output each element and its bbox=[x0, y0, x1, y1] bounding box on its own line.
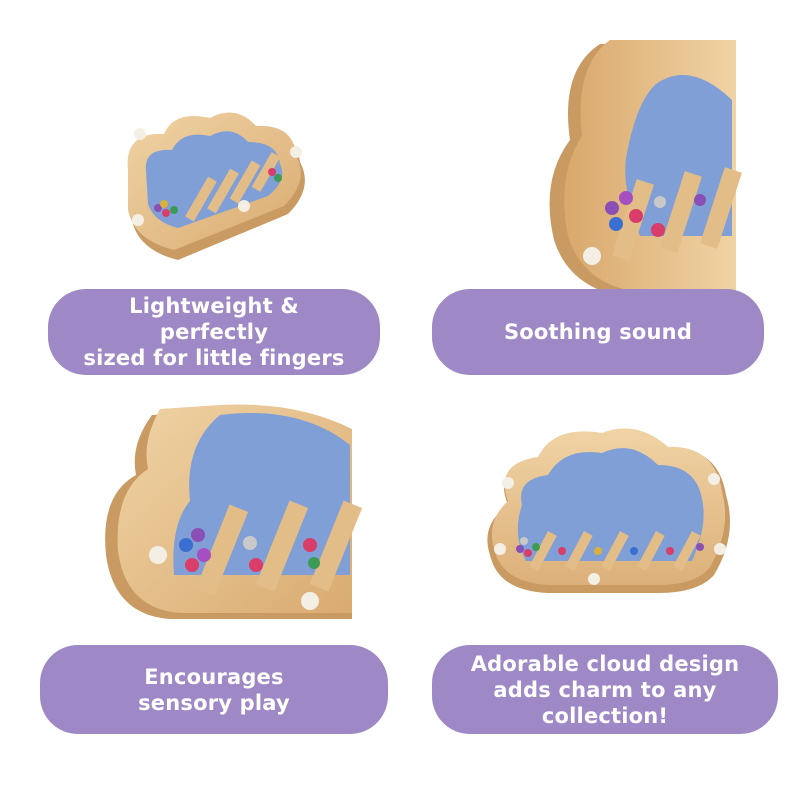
cloud-toy-photo-front bbox=[487, 428, 730, 593]
feature-caption-sensory-play: Encourages sensory play bbox=[40, 645, 388, 734]
feature-caption-lightweight: Lightweight & perfectly sized for little… bbox=[48, 289, 380, 375]
feature-caption-soothing-sound: Soothing sound bbox=[432, 289, 764, 375]
feature-caption-cloud-design: Adorable cloud design adds charm to any … bbox=[432, 645, 778, 734]
feature-caption-text: Lightweight & perfectly sized for little… bbox=[83, 294, 345, 370]
cloud-toy-photo-angled-small bbox=[127, 112, 305, 260]
feature-caption-text: Adorable cloud design adds charm to any … bbox=[470, 651, 740, 728]
cloud-toy-photo-closeup-right bbox=[549, 40, 742, 298]
feature-caption-text: Encourages sensory play bbox=[138, 664, 290, 715]
cloud-toy-photo-closeup-beads bbox=[105, 404, 363, 619]
feature-caption-text: Soothing sound bbox=[503, 320, 693, 344]
